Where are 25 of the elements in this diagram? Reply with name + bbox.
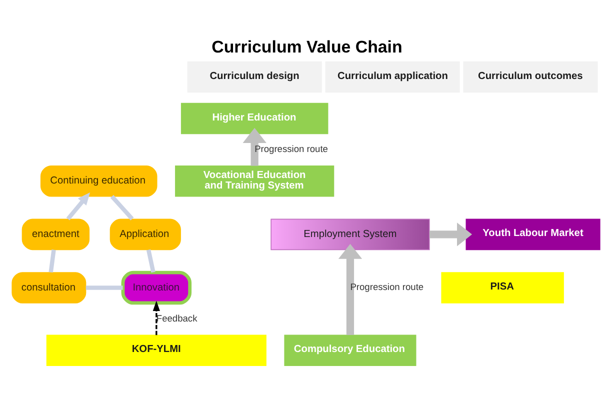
connector — [48, 250, 56, 273]
arrow — [430, 222, 472, 246]
node-box: Higher Education — [180, 102, 328, 134]
connector — [110, 195, 134, 220]
edge-label: Progression route — [254, 144, 328, 154]
diagram-title: Curriculum Value Chain — [212, 37, 402, 56]
node-box: Compulsory Education — [284, 334, 416, 366]
arrow — [338, 244, 362, 336]
edge-label: Progression route — [350, 282, 424, 292]
arrow — [66, 192, 90, 220]
node-box: consultation — [12, 272, 86, 304]
node-box: Continuing education — [40, 165, 158, 197]
node-box: Vocational Education and Training System — [175, 165, 334, 197]
node-box: Employment System — [270, 218, 430, 250]
node-box: enactment — [22, 218, 90, 250]
arrow — [242, 128, 266, 166]
connector — [146, 249, 156, 273]
node-box: Innovation — [121, 270, 192, 305]
node-box: Youth Labour Market — [466, 218, 600, 250]
node-box: Application — [110, 218, 181, 250]
edge-label: Feedback — [156, 313, 198, 324]
node-box: PISA — [441, 272, 564, 304]
node-box: KOF-YLMI — [46, 334, 266, 366]
connector — [86, 286, 123, 290]
arrow — [152, 300, 160, 336]
